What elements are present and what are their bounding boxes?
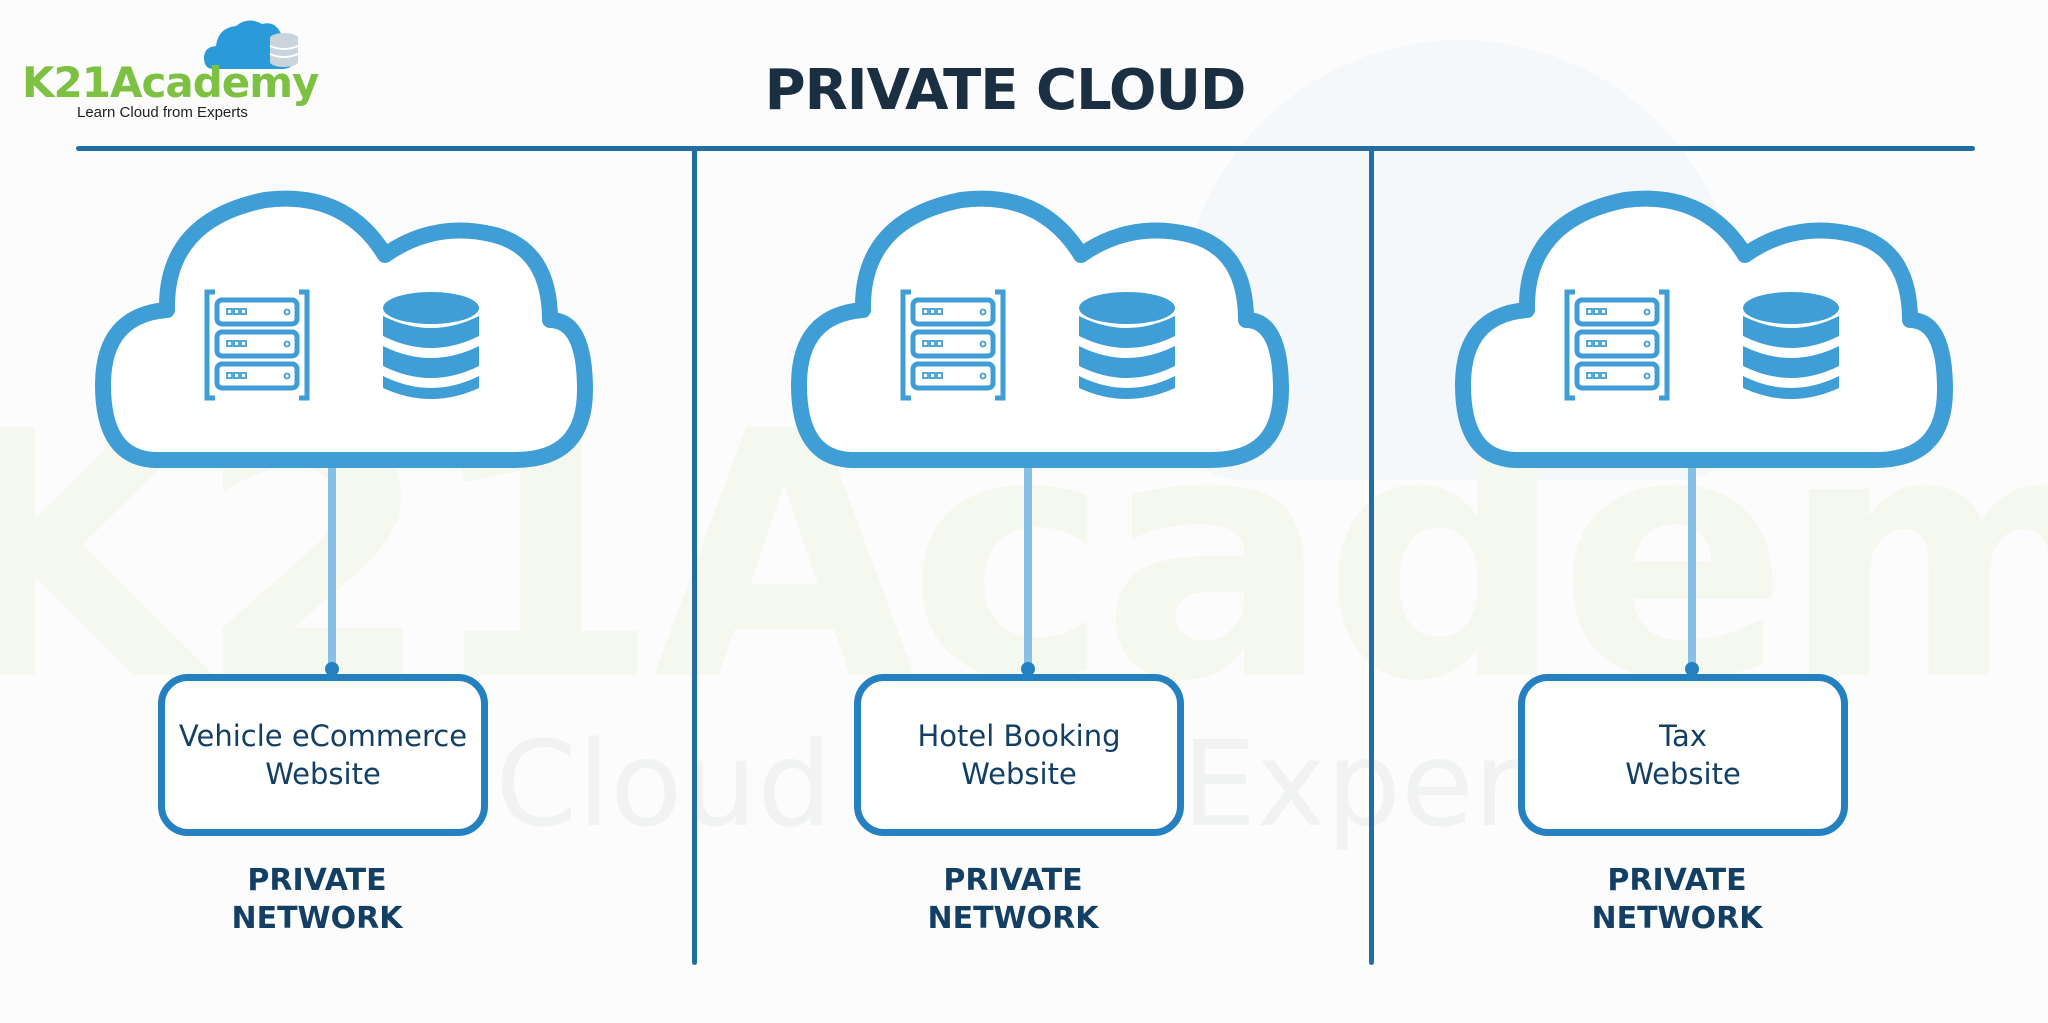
website-label: Tax Website [1625, 719, 1741, 791]
private-network-label: PRIVATE NETWORK [231, 863, 403, 936]
database-icon [1743, 292, 1839, 399]
database-icon [383, 292, 479, 399]
connector-line [328, 468, 336, 668]
database-icon [1079, 292, 1175, 399]
connector-node [1685, 662, 1699, 676]
page-title: PRIVATE CLOUD [764, 58, 1247, 123]
cloud-icon [1455, 190, 1953, 468]
connector-line [1688, 468, 1696, 668]
server-rack-icon [900, 289, 1006, 401]
server-rack-icon [204, 289, 310, 401]
private-network-label: PRIVATE NETWORK [1591, 863, 1763, 936]
logo-database-icon [269, 33, 299, 67]
logo-brand-text: K21Academy [22, 58, 319, 107]
website-box: Tax Website [1518, 674, 1848, 836]
website-box: Hotel Booking Website [854, 674, 1184, 836]
cloud-icon [95, 190, 593, 468]
private-network-label: PRIVATE NETWORK [927, 863, 1099, 936]
website-label: Hotel Booking Website [917, 719, 1121, 791]
server-rack-icon [1564, 289, 1670, 401]
logo-cloud-icon [204, 20, 299, 70]
website-label: Vehicle eCommerce Website [178, 719, 468, 791]
logo-tagline: Learn Cloud from Experts [77, 104, 248, 121]
column-divider-1 [692, 148, 697, 965]
website-box: Vehicle eCommerce Website [158, 674, 488, 836]
connector-node [325, 662, 339, 676]
connector-line [1024, 468, 1032, 668]
connector-node [1021, 662, 1035, 676]
column-divider-2 [1369, 148, 1374, 965]
cloud-icon [791, 190, 1289, 468]
k21academy-logo: K21Academy Learn Cloud from Experts [22, 14, 319, 124]
title-underline-divider [76, 146, 1975, 151]
